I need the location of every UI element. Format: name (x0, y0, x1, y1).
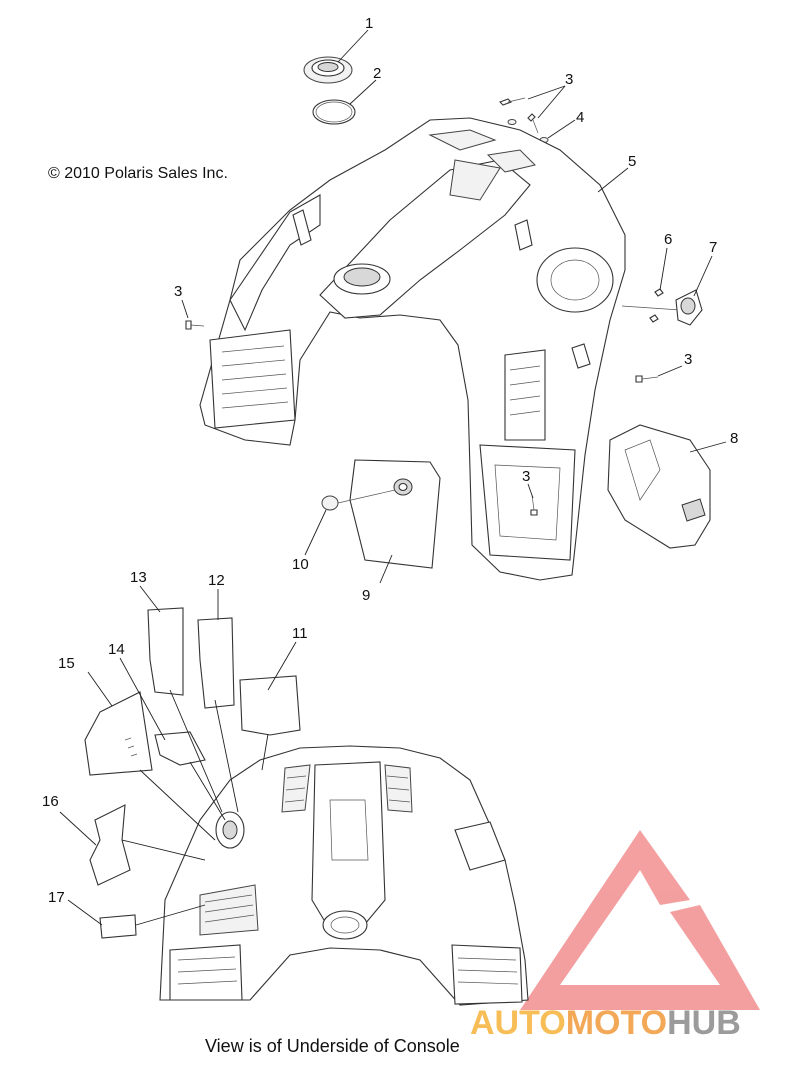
part-12-foam (197, 617, 235, 709)
watermark-hub: HUB (667, 1004, 741, 1042)
callout-6: 6 (664, 231, 672, 248)
part-2-oring (312, 99, 356, 125)
part-1-grommet (303, 56, 353, 84)
callout-4: 4 (576, 109, 584, 126)
part-15-foam (84, 691, 153, 776)
watermark-text: AUTOMOTOHUB (470, 1004, 741, 1042)
callout-3-left: 3 (174, 283, 182, 300)
callout-3: 3 (565, 71, 573, 88)
callout-9: 9 (362, 587, 370, 604)
callout-16: 16 (42, 793, 59, 810)
callout-15: 15 (58, 655, 75, 672)
watermark-moto: MOTO (566, 1004, 667, 1042)
callout-1: 1 (365, 15, 373, 32)
part-13-foam (147, 607, 184, 696)
part-8-glovebox (607, 424, 711, 549)
copyright-text: © 2010 Polaris Sales Inc. (48, 165, 228, 182)
part-9-panel (349, 459, 441, 569)
part-6-screws (621, 288, 681, 323)
callout-3-right: 3 (684, 351, 692, 368)
callout-13: 13 (130, 569, 147, 586)
part-7-bracket (675, 289, 703, 326)
part-14-foam (154, 731, 206, 766)
callout-5: 5 (628, 153, 636, 170)
part-3-screw-center (530, 494, 538, 516)
part-16-foam (89, 804, 131, 886)
callout-12: 12 (208, 572, 225, 589)
part-3-screws-top (499, 97, 549, 143)
callout-7: 7 (709, 239, 717, 256)
watermark-triangle (520, 830, 760, 1010)
callout-2: 2 (373, 65, 381, 82)
leader-lines (59, 29, 727, 926)
diagram-caption: View is of Underside of Console (205, 1036, 460, 1056)
callout-3-center: 3 (522, 468, 530, 485)
watermark-auto: AUTO (470, 1004, 566, 1042)
part-3-screw-left (185, 320, 205, 330)
part-5-console (199, 117, 626, 581)
console-underside-view (159, 745, 529, 1006)
part-10-knob (321, 489, 396, 511)
part-17-foam (99, 914, 137, 939)
callout-14: 14 (108, 641, 125, 658)
part-3-screw-right (635, 375, 659, 383)
callout-17: 17 (48, 889, 65, 906)
left-vent-louvers (221, 345, 289, 409)
callout-8: 8 (730, 430, 738, 447)
callout-labels: 1 2 3 4 5 3 6 7 3 8 3 10 9 13 12 11 14 1… (42, 15, 738, 906)
callout-10: 10 (292, 556, 309, 573)
callout-11: 11 (292, 625, 308, 642)
part-11-foam (239, 675, 301, 736)
svg-text:AUTOMOTOHUB: AUTOMOTOHUB (470, 1004, 741, 1042)
watermark-logo (520, 830, 760, 1010)
